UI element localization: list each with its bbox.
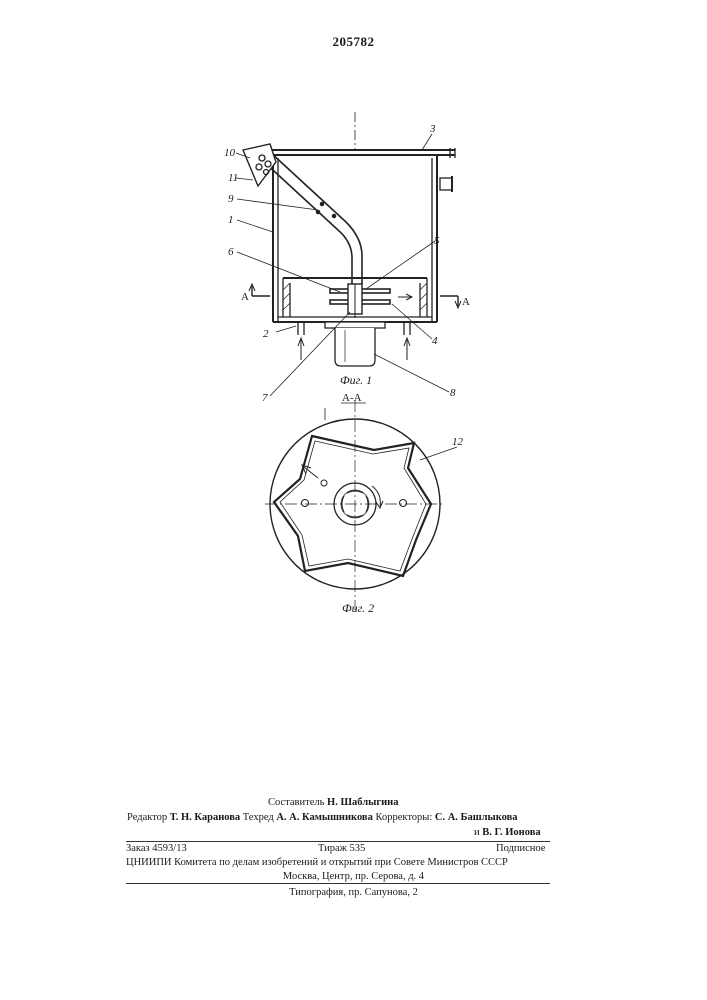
callout-10: 10 [224, 147, 236, 159]
figure-2-section-view [265, 400, 457, 610]
printer: Типография, пр. Сапунова, 2 [0, 887, 707, 898]
callout-6: 6 [228, 246, 234, 258]
editor-label: Редактор [127, 812, 167, 823]
techred-label: Техред [243, 812, 274, 823]
callout-11: 11 [228, 172, 238, 184]
circulation: Тираж 535 [318, 843, 365, 854]
compiler-label: Составитель [268, 797, 324, 808]
callout-5: 5 [434, 235, 440, 247]
editor-name: Т. Н. Каранова [170, 812, 240, 823]
callout-9: 9 [228, 193, 234, 205]
callout-12: 12 [452, 436, 464, 448]
order-number: Заказ 4593/13 [126, 843, 187, 854]
figure-1-cross-section [236, 112, 461, 396]
techred-name: А. А. Камышникова [276, 812, 373, 823]
section-marker-right: А [462, 296, 470, 308]
corrector-2-prefix: и [474, 827, 480, 838]
callout-4: 4 [432, 335, 438, 347]
compiler-name: Н. Шаблыгина [327, 797, 398, 808]
correctors-label: Корректоры: [375, 812, 432, 823]
corrector-2: В. Г. Ионова [482, 827, 540, 838]
callout-1: 1 [228, 214, 234, 226]
address: Москва, Центр, пр. Серова, д. 4 [0, 871, 707, 882]
divider [126, 883, 550, 884]
callout-7: 7 [262, 392, 268, 404]
compiler-line: Составитель Н. Шаблыгина [0, 797, 707, 808]
section-title: А-А [342, 392, 362, 404]
organization: ЦНИИПИ Комитета по делам изобретений и о… [126, 857, 707, 868]
callout-3: 3 [429, 123, 436, 135]
section-marker-left: А [241, 291, 249, 303]
divider [126, 841, 550, 842]
callout-8: 8 [450, 387, 456, 399]
figure-2-caption: Фиг. 2 [342, 601, 374, 615]
subscription: Подписное [496, 843, 545, 854]
corrector-1: С. А. Башлыкова [435, 812, 518, 823]
callout-2: 2 [263, 328, 269, 340]
figure-1-caption: Фиг. 1 [340, 373, 372, 387]
